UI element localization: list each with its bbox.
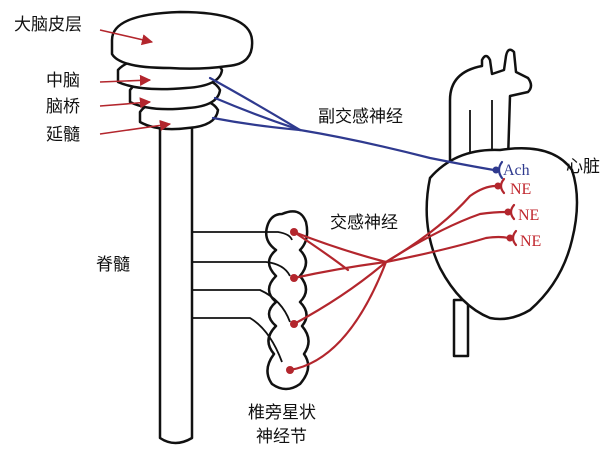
label-pons: 脑桥 xyxy=(46,97,80,117)
heart xyxy=(427,148,577,319)
label-medulla: 延髓 xyxy=(46,125,80,145)
label-midbrain: 中脑 xyxy=(46,71,80,91)
label-heart: 心脏 xyxy=(566,157,600,177)
label-ne-1: NE xyxy=(510,181,531,198)
label-ne-3: NE xyxy=(520,233,541,250)
label-cerebral-cortex: 大脑皮层 xyxy=(14,15,82,35)
cerebral-cortex xyxy=(112,12,252,69)
parasympathetic-fiber-1 xyxy=(210,78,300,130)
sympathetic-fiber-1 xyxy=(294,232,386,262)
label-sympathetic: 交感神经 xyxy=(330,213,398,233)
label-ganglion-line2: 神经节 xyxy=(256,427,307,447)
label-ganglion-line1: 椎旁星状 xyxy=(248,403,316,423)
label-parasympathetic: 副交感神经 xyxy=(318,107,403,127)
vena-cava xyxy=(454,300,468,356)
label-ne-2: NE xyxy=(518,207,539,224)
spinal-cord xyxy=(160,112,192,443)
label-spinal-cord: 脊髓 xyxy=(96,255,130,275)
parasympathetic-fiber-3 xyxy=(213,118,300,130)
label-ach: Ach xyxy=(503,162,530,179)
